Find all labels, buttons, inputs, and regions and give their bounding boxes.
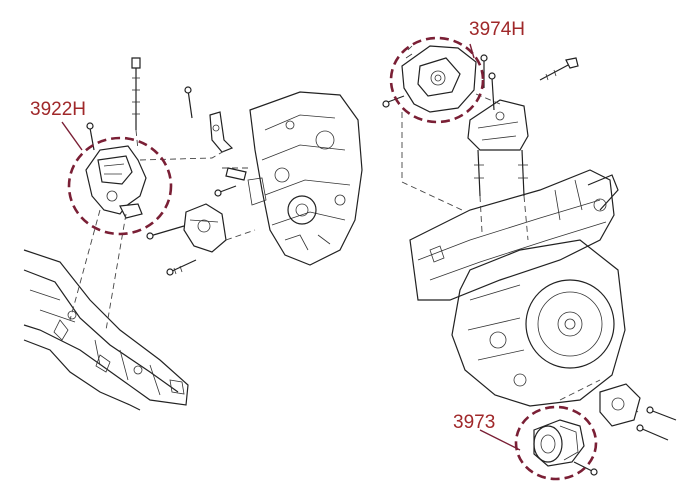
right-bracket-and-bolts (467, 57, 579, 197)
rear-engine-mount (533, 383, 677, 476)
callout-3973: 3973 (453, 412, 496, 433)
left-engine-mount (85, 122, 147, 219)
callout-3922h: 3922H (30, 99, 86, 120)
top-mount-highlight (389, 36, 485, 124)
transmission-assembly (409, 169, 626, 407)
rear-callout-leader (479, 429, 521, 451)
top-callout-leader (469, 43, 475, 59)
rear-mount-highlight (514, 405, 598, 481)
top-engine-mount (382, 45, 488, 113)
left-mount-highlight (67, 136, 173, 236)
left-subframe (23, 249, 189, 411)
left-callout-leader (61, 121, 83, 151)
callout-3974h: 3974H (469, 19, 525, 40)
left-assembly-lines (69, 129, 256, 331)
engine-block (247, 91, 363, 266)
left-bracket-and-bolts (131, 57, 247, 276)
